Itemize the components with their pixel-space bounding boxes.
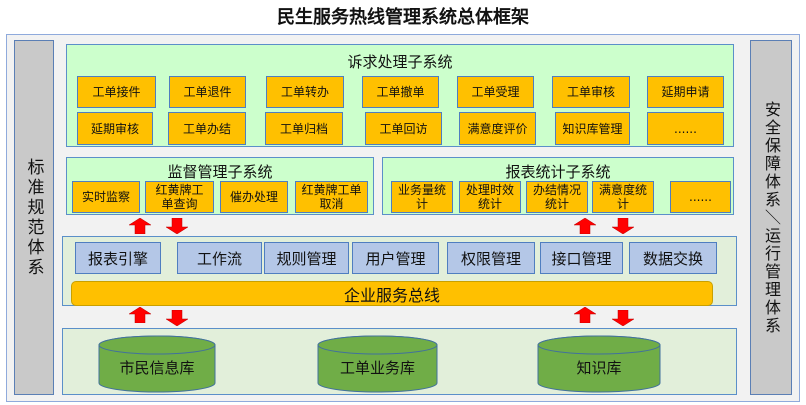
appeal-item: 知识库管理 xyxy=(555,112,630,145)
platform-module: 权限管理 xyxy=(447,242,535,274)
supervision-subsystem: 监督管理子系统 实时监察红黄牌工单查询催办处理红黄牌工单取消 xyxy=(66,157,374,215)
arrow-up-icon xyxy=(129,307,151,323)
arrow-up-icon xyxy=(129,218,151,234)
report-item: 业务量统计 xyxy=(391,181,453,213)
arrow-down-icon xyxy=(166,310,188,326)
arrow-up-icon xyxy=(574,218,596,234)
database-icon xyxy=(317,335,438,393)
arrow-up-icon xyxy=(574,307,596,323)
diagram-title: 民生服务热线管理系统总体框架 xyxy=(277,7,529,28)
report-subsystem: 报表统计子系统 业务量统计处理时效统计办结情况统计满意度统计...... xyxy=(382,157,734,215)
standards-label: 标准规范体系 xyxy=(23,157,44,278)
database-cylinder: 市民信息库 xyxy=(98,335,216,393)
appeal-item: 工单退件 xyxy=(169,76,246,108)
supervision-item: 实时监察 xyxy=(72,181,140,213)
supervision-item: 红黄牌工单取消 xyxy=(295,181,368,213)
supervision-item: 催办处理 xyxy=(220,181,288,213)
platform-module: 数据交换 xyxy=(629,242,717,274)
arrow-down-icon xyxy=(612,310,634,326)
database-cylinder: 知识库 xyxy=(537,335,661,393)
appeal-item: 工单归档 xyxy=(265,112,343,145)
appeal-item: 工单接件 xyxy=(77,76,156,108)
appeal-item: 延期申请 xyxy=(647,76,724,108)
platform-module: 规则管理 xyxy=(264,242,349,274)
arrow-down-icon xyxy=(612,218,634,234)
platform-module: 报表引擎 xyxy=(75,242,161,274)
database-cylinder: 工单业务库 xyxy=(317,335,438,393)
supervision-title: 监督管理子系统 xyxy=(167,163,273,181)
report-item: 办结情况统计 xyxy=(526,181,588,213)
platform-module: 用户管理 xyxy=(352,242,439,274)
security-ops-column: 安全保障体系＼运行管理体系 xyxy=(750,40,792,395)
report-item: 处理时效统计 xyxy=(459,181,521,213)
platform-module: 工作流 xyxy=(177,242,262,274)
database-label: 市民信息库 xyxy=(119,359,195,377)
appeal-item: 工单审核 xyxy=(552,76,630,108)
platform-layer: 报表引擎工作流规则管理用户管理权限管理接口管理数据交换 企业服务总线 xyxy=(62,236,737,306)
appeal-item: 延期审核 xyxy=(77,112,153,145)
report-title: 报表统计子系统 xyxy=(505,163,611,181)
database-layer: 市民信息库 工单业务库 知识库 xyxy=(62,328,737,395)
appeal-item: 工单转办 xyxy=(266,76,344,108)
enterprise-service-bus: 企业服务总线 xyxy=(71,281,713,306)
appeal-subsystem: 诉求处理子系统 工单接件工单退件工单转办工单撤单工单受理工单审核延期申请延期审核… xyxy=(66,44,734,147)
database-label: 工单业务库 xyxy=(339,359,415,377)
standards-column: 标准规范体系 xyxy=(14,40,54,395)
appeal-title: 诉求处理子系统 xyxy=(347,53,453,71)
appeal-item: 满意度评价 xyxy=(459,112,536,145)
security-ops-label: 安全保障体系＼运行管理体系 xyxy=(762,100,781,335)
appeal-item: 工单撤单 xyxy=(362,76,439,108)
appeal-item: 工单办结 xyxy=(168,112,246,145)
appeal-item: 工单回访 xyxy=(365,112,442,145)
database-label: 知识库 xyxy=(576,359,622,377)
database-icon xyxy=(537,335,661,393)
supervision-item: 红黄牌工单查询 xyxy=(145,181,214,213)
appeal-item: ...... xyxy=(647,112,724,145)
arrow-down-icon xyxy=(166,218,188,234)
appeal-item: 工单受理 xyxy=(457,76,534,108)
platform-module: 接口管理 xyxy=(540,242,623,274)
report-item: 满意度统计 xyxy=(592,181,654,213)
database-icon xyxy=(98,335,216,393)
report-item: ...... xyxy=(670,181,731,213)
